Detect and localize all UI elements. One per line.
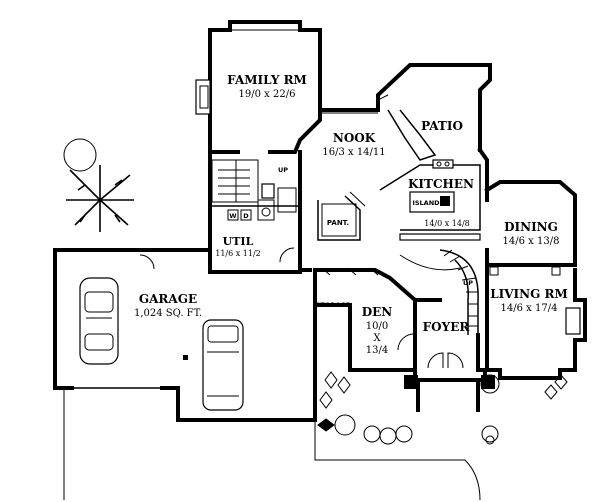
kitchen: ISLAND KITCHEN 14/0 x 14/8 [379,159,481,241]
van-icon [202,319,244,411]
foyer-label: FOYER [423,320,471,334]
family-room-label: FAMILY RM [227,73,307,87]
util-dims: 11/6 x 11/2 [215,249,261,258]
dining-living: DINING 14/6 x 13/8 LIVING RM 14/6 x 17/4 [484,180,587,380]
living-dims: 14/6 x 17/4 [501,303,558,314]
garage: GARAGE 1,024 SQ. FT. [53,248,481,501]
fireplace-icon [565,307,581,335]
center-core: UP W D UTIL 11/6 x 11/2 [208,150,302,274]
pantry: PANT. [317,191,366,241]
toilet-icon [261,183,275,199]
garage-dims: 1,024 SQ. FT. [134,308,202,319]
car-icon [79,277,119,365]
patio-label: PATIO [421,119,463,133]
nook-dims: 16/3 x 14/11 [322,147,385,158]
den-dim-b: 13/4 [366,345,388,356]
family-room-dims: 19/0 x 22/6 [239,89,296,100]
tree-icon [63,138,134,232]
nook-label: NOOK [333,131,376,145]
washer-label: W [229,212,236,220]
den-dim-a: 10/0 [366,321,388,332]
dining-dims: 14/6 x 13/8 [503,236,560,247]
kitchen-dims: 14/0 x 14/8 [424,219,470,228]
stair-up-label: UP [463,279,473,287]
garage-label: GARAGE [139,292,197,306]
family-room: FAMILY RM 19/0 x 22/6 [195,20,322,154]
util-label: UTIL [223,235,254,248]
den-dim-x: X [373,333,381,344]
den-foyer: STORAGE DEN 10/0 X 13/4 FOYER [313,267,495,412]
island-label: ISLAND [412,199,440,207]
dining-label: DINING [504,220,558,234]
curved-stair: UP [399,249,479,335]
nook-area: NOOK 16/3 x 14/11 PATIO [318,63,492,202]
storage-label: STORAGE [316,301,350,309]
pantry-label: PANT. [327,219,349,227]
dryer-label: D [243,212,249,220]
stair-up-label: UP [278,166,288,174]
den-label: DEN [362,305,393,319]
living-label: LIVING RM [490,287,568,301]
shrubs-icon [317,371,568,445]
kitchen-label: KITCHEN [408,177,474,191]
